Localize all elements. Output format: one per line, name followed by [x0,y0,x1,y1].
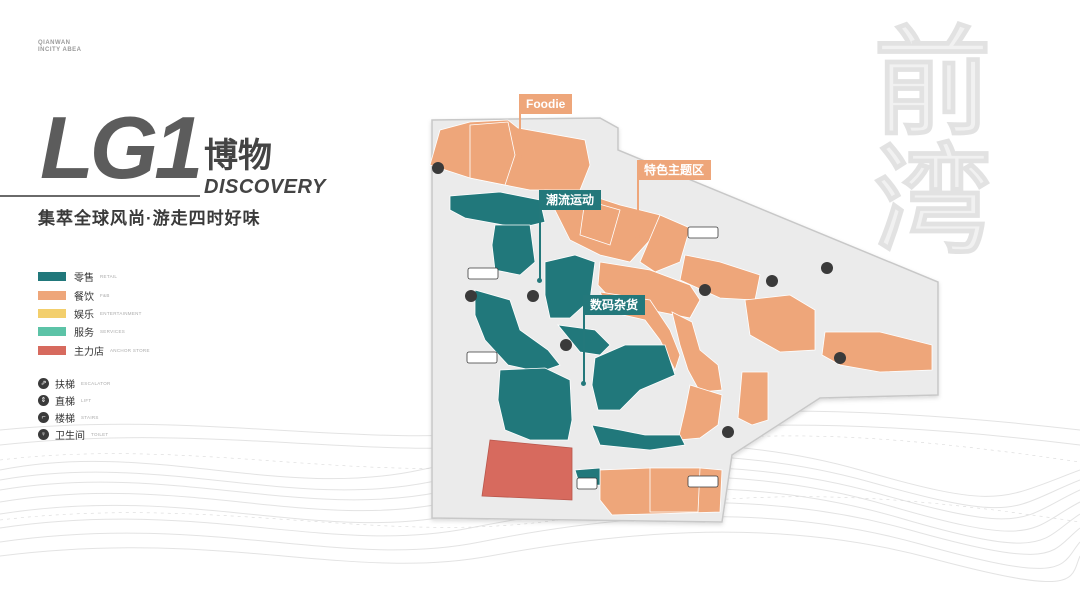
legend-item-entertainment: 娱乐 ENTERTAINMENT [38,306,142,321]
shop-unit[interactable] [474,289,561,373]
legend-label-en: ANCHOR STORE [110,347,150,353]
service-swatch [38,326,66,336]
shop-unit[interactable] [737,371,769,426]
food-swatch [38,290,66,300]
zone-label-trend[interactable]: 潮流运动 [539,190,602,210]
shop-unit[interactable] [449,191,546,229]
legend-label: 主力店 [74,346,104,358]
restroom-icon [465,290,477,302]
shop-unit[interactable] [821,331,933,373]
brand-line-1: QIANWAN [38,40,71,46]
legend-label-en: STAIRS [81,414,99,420]
shop-unit[interactable] [497,367,573,441]
legend-label-en: ENTERTAINMENT [100,310,142,316]
legend-label-en: TOILET [91,431,109,437]
callout-stem [637,168,639,236]
elevator-icon [467,267,499,280]
restroom-icon [576,477,598,490]
escalator-icon [722,426,734,438]
legend-item-stairs: ⌐ 楼梯 STAIRS [38,410,99,425]
slogan: 集萃全球风尚·游走四时好味 [38,209,261,228]
stairs-icon [821,262,833,274]
shop-unit[interactable] [469,121,516,186]
callout-stem [519,108,521,156]
shop-unit[interactable] [544,254,596,319]
zone-label-digital[interactable]: 数码杂货 [583,295,646,315]
level-label: LG1 [40,98,203,197]
legend-label-en: RETAIL [100,273,118,279]
legend-label: 娱乐 [74,309,94,321]
legend-label-en: LIFT [81,397,92,403]
anchor-swatch [38,345,66,355]
title-divider [0,195,200,197]
restroom-icon: ♀ [38,428,49,440]
stairs-icon [527,290,539,302]
legend-item-escalator: ⇗ 扶梯 ESCALATOR [38,376,111,391]
elevator-icon [687,226,719,239]
shop-unit[interactable] [591,344,676,411]
elevator-icon: ⇕ [38,394,49,406]
legend-label: 直梯 [55,396,75,408]
legend-label: 服务 [74,327,94,339]
legend-label-en: F&B [100,292,110,298]
shop-unit[interactable] [597,261,701,319]
shop-unit[interactable] [744,294,816,353]
elevator-icon [687,475,719,488]
legend-item-restroom: ♀ 卫生间 TOILET [38,427,109,442]
floor-title-en: DISCOVERY [204,176,326,198]
zone-label-foodie[interactable]: Foodie [519,94,573,114]
legend-label: 零售 [74,272,94,284]
callout-dot [581,381,586,386]
stairs-icon [560,339,572,351]
legend-item-service: 服务 SERVICES [38,324,126,339]
map-facilities [432,162,846,490]
callout-stem [539,200,541,280]
legend-label: 餐饮 [74,291,94,303]
shop-unit[interactable] [649,467,701,513]
shop-unit[interactable] [579,199,621,246]
callout-dot [635,234,640,239]
retail-swatch [38,271,66,281]
restroom-icon [766,275,778,287]
floor-title-cn: 博物 [204,137,272,175]
watermark-text: 前湾 [855,20,988,257]
legend-item-retail: 零售 RETAIL [38,269,118,284]
legend-label: 卫生间 [55,430,85,442]
escalator-icon [834,352,846,364]
stairs-icon [432,162,444,174]
callout-stem [583,305,585,383]
callout-dot [537,278,542,283]
elevator-icon [466,351,498,364]
shop-unit[interactable] [491,224,536,276]
legend-label: 楼梯 [55,413,75,425]
escalator-icon [699,284,711,296]
brand-mark: QIANWAN INCITY ABEA [38,40,82,54]
shop-unit[interactable] [639,214,691,273]
legend-item-food: 餐饮 F&B [38,288,110,303]
anchor-store[interactable] [481,439,573,501]
shop-unit[interactable] [671,311,723,393]
legend-label-en: ESCALATOR [81,380,111,386]
legend-label: 扶梯 [55,379,75,391]
legend-item-anchor: 主力店 ANCHOR STORE [38,343,150,358]
shop-unit[interactable] [677,384,723,441]
brand-line-2: INCITY ABEA [38,47,82,53]
legend-item-elevator: ⇕ 直梯 LIFT [38,393,92,408]
shop-unit[interactable] [591,424,686,451]
zone-label-theme[interactable]: 特色主题区 [637,160,712,180]
legend-label-en: SERVICES [100,328,126,334]
callout-dot [517,154,522,159]
entertainment-swatch [38,308,66,318]
escalator-icon: ⇗ [38,377,49,389]
stairs-icon: ⌐ [38,411,49,423]
